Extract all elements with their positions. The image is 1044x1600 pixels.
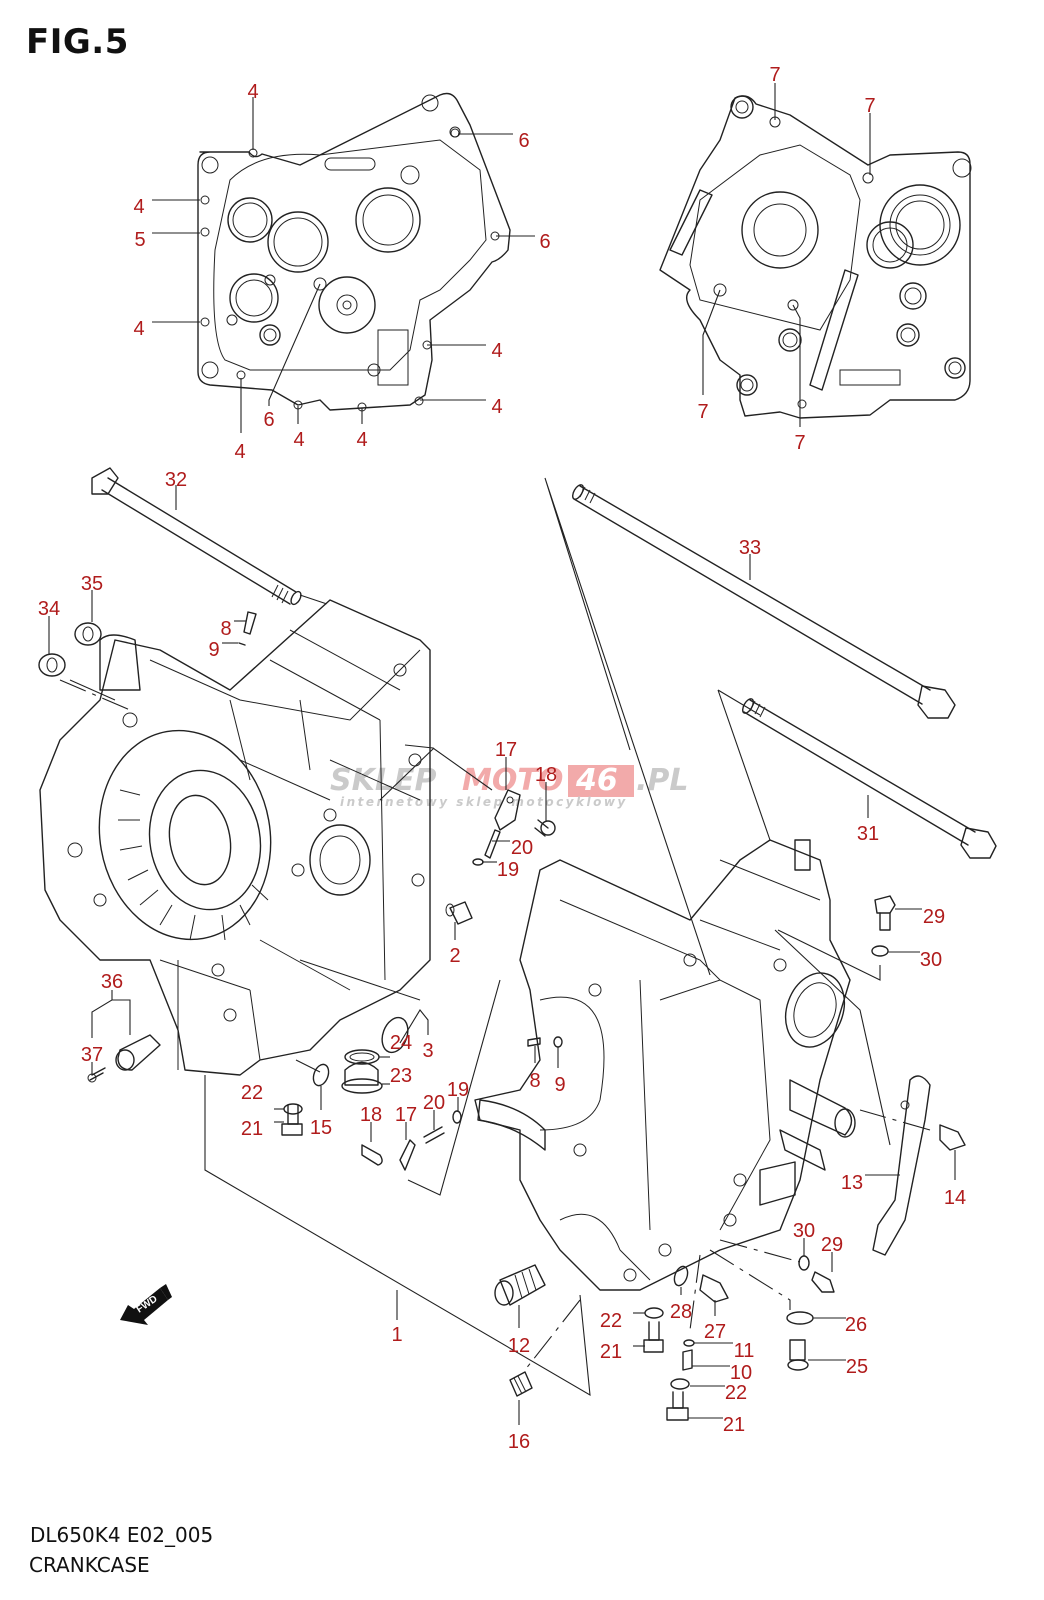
bolt-32 [91,467,302,606]
callout-16[interactable]: 16 [508,1431,530,1453]
callout-4[interactable]: 4 [356,429,367,451]
callout-26[interactable]: 26 [845,1314,867,1336]
callout-31[interactable]: 31 [857,823,879,845]
section-name: CRANKCASE [29,1553,150,1577]
callout-7[interactable]: 7 [697,401,708,423]
forward-direction-arrow-icon: FWD [120,1284,172,1325]
callout-6[interactable]: 6 [518,130,529,152]
callout-4[interactable]: 4 [491,396,502,418]
callout-19[interactable]: 19 [447,1079,469,1101]
callout-29[interactable]: 29 [821,1234,843,1256]
callout-9[interactable]: 9 [208,639,219,661]
watermark-brand-a: SKLEP [330,763,436,798]
callout-13[interactable]: 13 [841,1172,863,1194]
callout-22[interactable]: 22 [600,1310,622,1332]
callout-34[interactable]: 34 [38,598,60,620]
callout-19[interactable]: 19 [497,859,519,881]
callout-20[interactable]: 20 [423,1092,445,1114]
callout-7[interactable]: 7 [794,432,805,454]
callout-8[interactable]: 8 [220,618,231,640]
callout-1[interactable]: 1 [391,1324,402,1346]
callout-6[interactable]: 6 [263,409,274,431]
bolt-31 [742,698,997,859]
callout-15[interactable]: 15 [310,1117,332,1139]
callout-35[interactable]: 35 [81,573,103,595]
callout-4[interactable]: 4 [491,340,502,362]
watermark-badge [568,765,634,797]
callout-33[interactable]: 33 [739,537,761,559]
callout-11[interactable]: 11 [734,1340,755,1362]
callout-21[interactable]: 21 [241,1118,263,1140]
bolt-33 [572,484,956,719]
callout-37[interactable]: 37 [81,1044,103,1066]
callout-27[interactable]: 27 [704,1321,726,1343]
upper-right-crankcase-face [659,95,972,419]
callout-14[interactable]: 14 [944,1187,966,1209]
callout-5[interactable]: 5 [134,229,145,251]
callout-10[interactable]: 10 [730,1362,752,1384]
callout-30[interactable]: 30 [793,1220,815,1242]
callout-22[interactable]: 22 [241,1082,263,1104]
callout-17[interactable]: 17 [495,739,517,761]
callout-25[interactable]: 25 [846,1356,868,1378]
callout-22[interactable]: 22 [725,1382,747,1404]
watermark: SKLEP MOTO 46 .PL internetowy sklep moto… [330,763,689,809]
callout-4[interactable]: 4 [293,429,304,451]
callout-2[interactable]: 2 [449,945,460,967]
callout-20[interactable]: 20 [511,837,533,859]
callout-18[interactable]: 18 [360,1104,382,1126]
figure-title: FIG.5 [26,22,129,62]
leader-lines [48,83,956,1425]
right-crankcase-half [474,839,856,1291]
callout-21[interactable]: 21 [723,1414,745,1436]
model-code: DL650K4 E02_005 [30,1523,214,1547]
callout-29[interactable]: 29 [923,906,945,928]
callout-4[interactable]: 4 [234,441,245,463]
left-crankcase-half [39,599,431,1076]
callout-30[interactable]: 30 [920,949,942,971]
callout-3[interactable]: 3 [422,1040,433,1062]
callout-9[interactable]: 9 [554,1074,565,1096]
callout-21[interactable]: 21 [600,1341,622,1363]
callout-18[interactable]: 18 [535,764,557,786]
callout-8[interactable]: 8 [529,1070,540,1092]
callout-4[interactable]: 4 [133,318,144,340]
callout-4[interactable]: 4 [133,196,144,218]
callout-12[interactable]: 12 [508,1335,530,1357]
callout-17[interactable]: 17 [395,1104,417,1126]
callout-4[interactable]: 4 [247,81,258,103]
upper-left-crankcase-face [197,92,511,412]
callout-36[interactable]: 36 [101,971,123,993]
callout-7[interactable]: 7 [864,95,875,117]
callout-7[interactable]: 7 [769,64,780,86]
watermark-tagline: internetowy sklep motocyklowy [340,795,628,809]
callout-23[interactable]: 23 [390,1065,412,1087]
callout-28[interactable]: 28 [670,1301,692,1323]
callout-32[interactable]: 32 [165,469,187,491]
watermark-brand-c: 46 [575,763,618,798]
callout-6[interactable]: 6 [539,231,550,253]
watermark-brand-d: .PL [636,763,689,798]
callout-24[interactable]: 24 [390,1032,412,1054]
